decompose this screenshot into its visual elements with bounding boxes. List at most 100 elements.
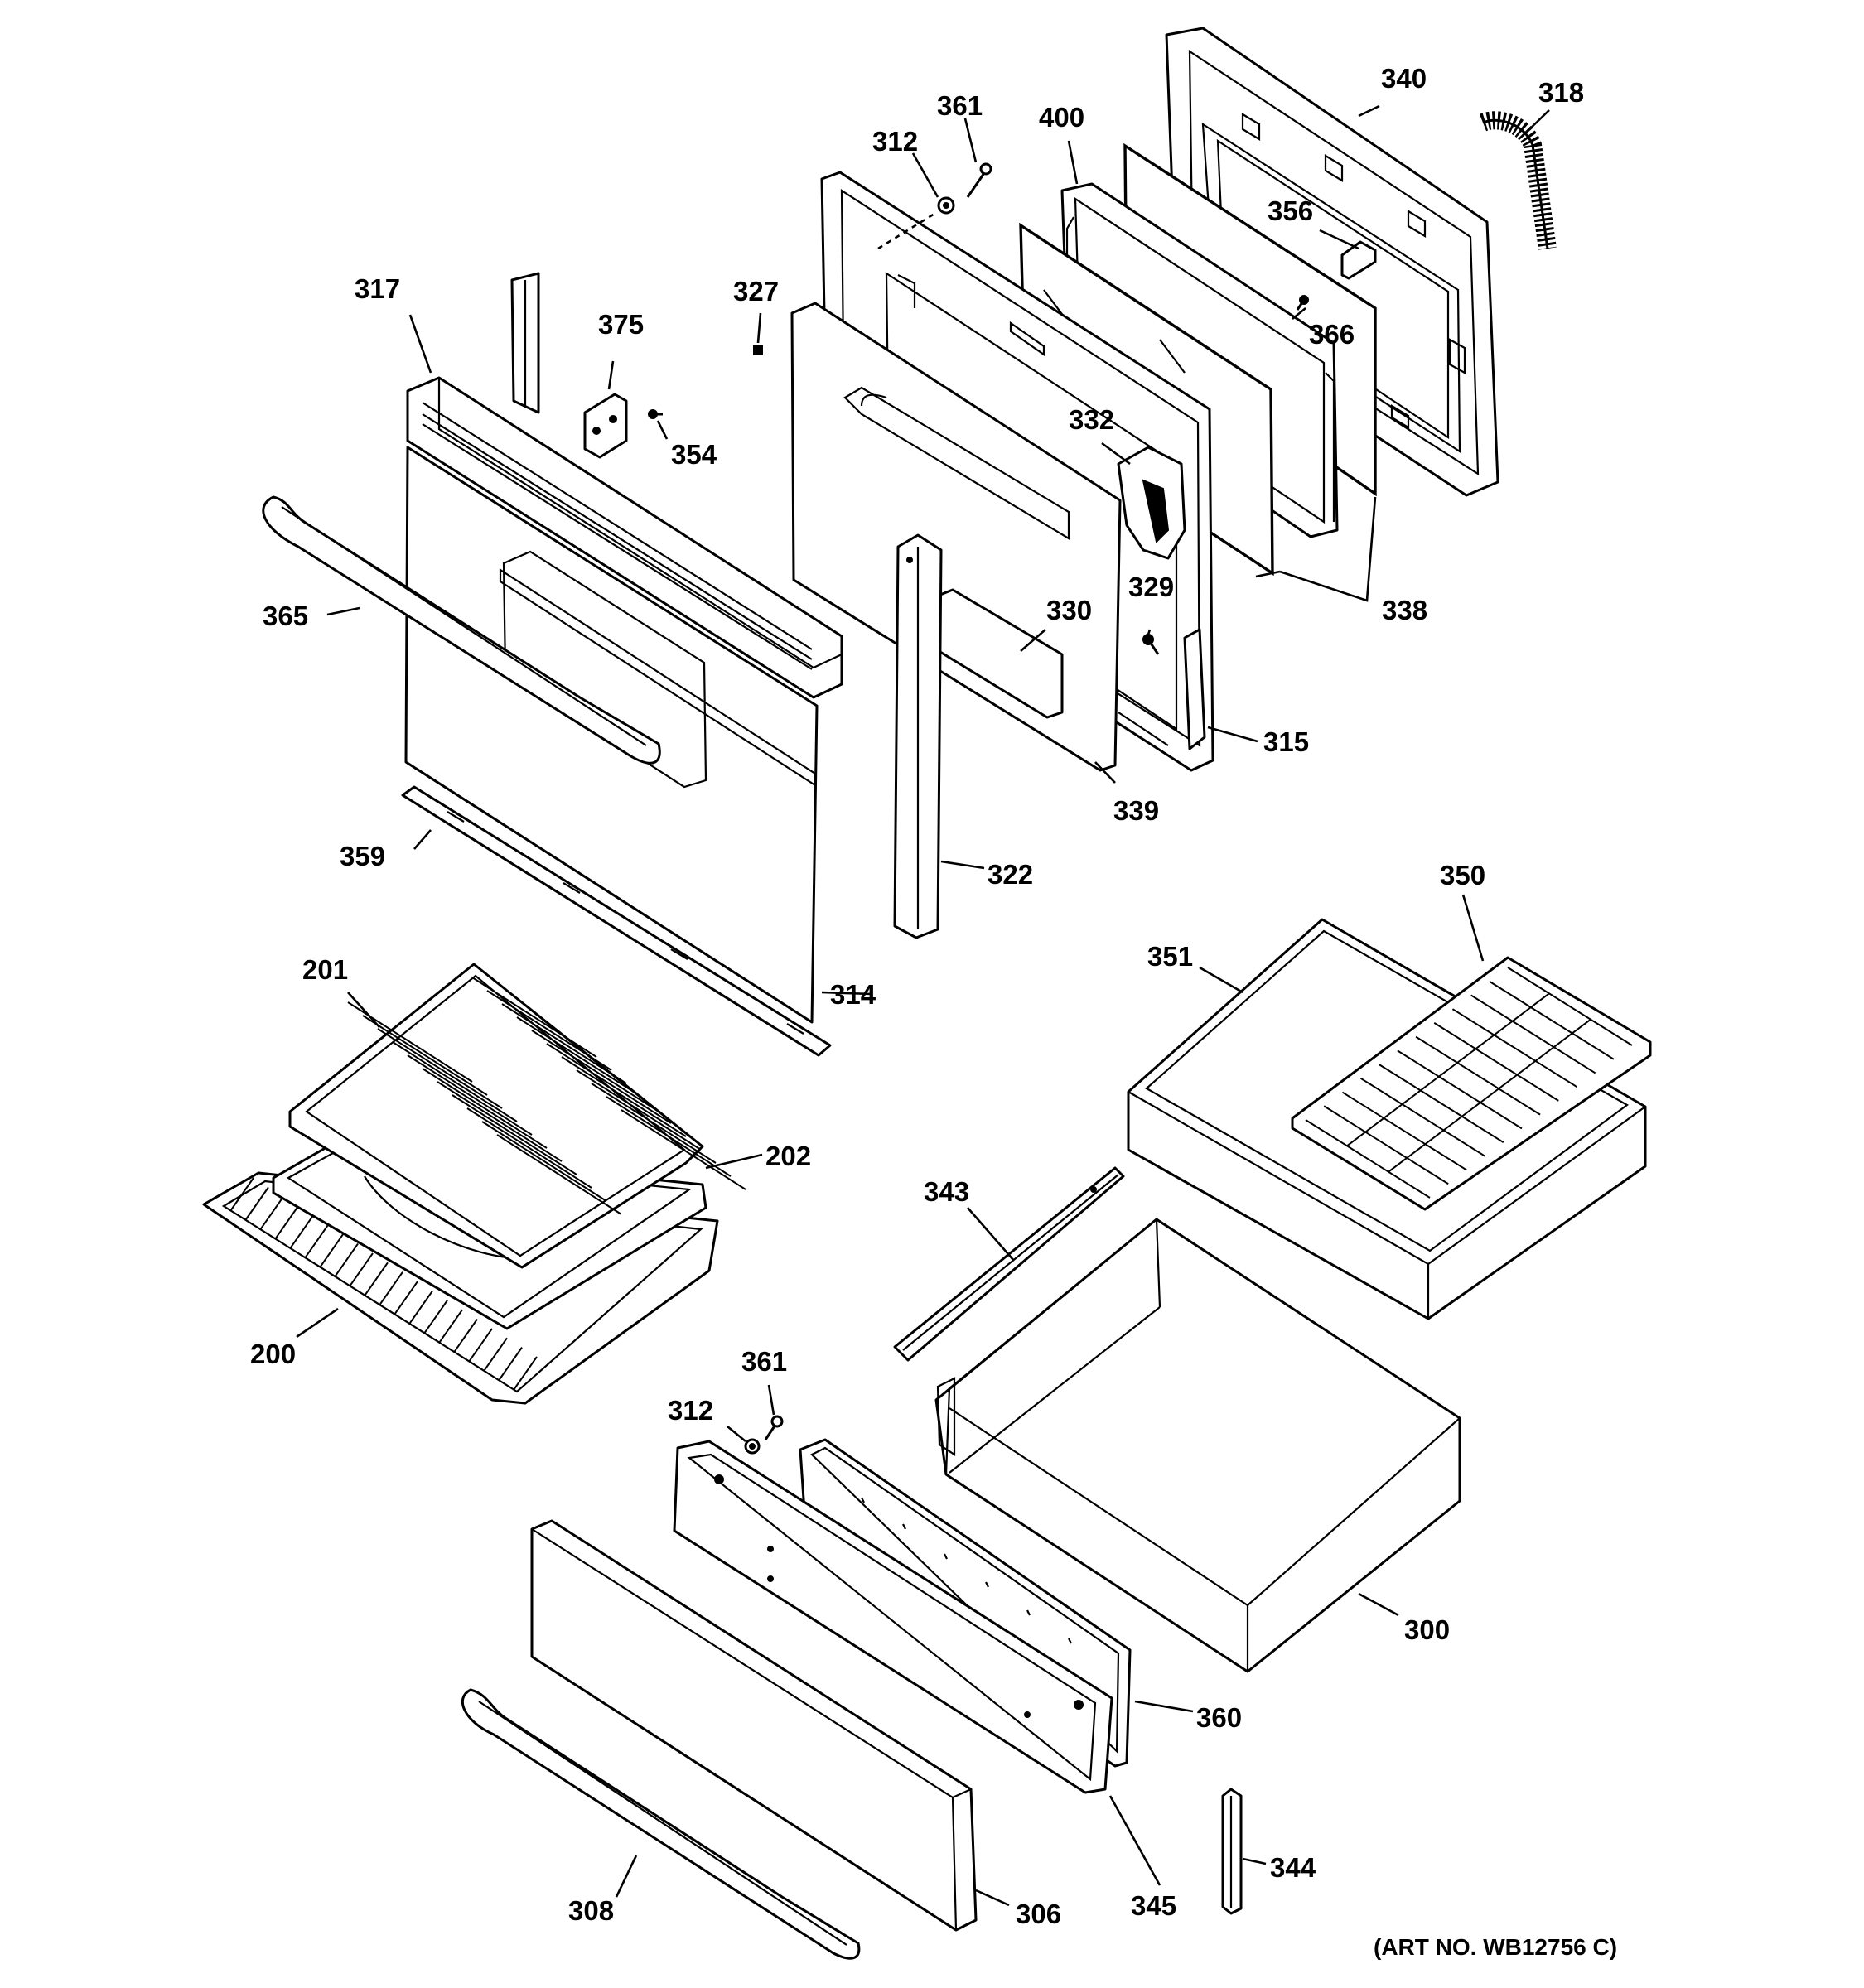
foot-bracket-344: [1221, 1788, 1243, 1915]
hatch-stroke: [244, 1186, 269, 1221]
bracket-375: [583, 393, 628, 459]
hatch-stroke: [379, 1271, 403, 1306]
hatch-stroke: [1489, 980, 1615, 1060]
hatch-stroke: [481, 1121, 607, 1202]
callout-344: 344: [1270, 1852, 1316, 1883]
callout-202: 202: [765, 1141, 811, 1171]
vent-trim-317: [406, 376, 843, 699]
hatch-stroke: [229, 1177, 254, 1212]
hatch-stroke: [1360, 1077, 1486, 1157]
hatch-stroke: [349, 1252, 374, 1287]
hatch-stroke: [289, 1214, 314, 1250]
clip-356: [1340, 240, 1377, 280]
clip-327: [753, 345, 763, 355]
hatch-stroke: [304, 1224, 329, 1259]
hatch-stroke: [1415, 1035, 1541, 1116]
door-side-rail: [510, 272, 540, 414]
hatch-stroke: [1507, 967, 1633, 1046]
hatch-stroke: [438, 1309, 463, 1344]
callout-314: 314: [830, 979, 876, 1010]
broiler-grid-201: [288, 963, 746, 1269]
callout-201: 201: [302, 954, 348, 985]
callout-labels: 340 318 361 400 312 356 366 327 317 375 …: [250, 63, 1617, 1960]
hatch-stroke: [1433, 1022, 1559, 1102]
callout-330: 330: [1046, 595, 1092, 625]
callout-332: 332: [1069, 404, 1114, 435]
screw-361-bottom: [764, 1415, 784, 1440]
callout-356: 356: [1268, 195, 1313, 226]
hatch-stroke: [483, 1337, 508, 1372]
callout-308: 308: [568, 1895, 614, 1926]
hatch-stroke: [408, 1290, 433, 1325]
callout-351: 351: [1147, 941, 1193, 972]
callout-317: 317: [355, 273, 400, 304]
hatch-stroke: [364, 1262, 389, 1296]
hatch-stroke: [516, 1016, 642, 1098]
callout-345: 345: [1131, 1890, 1176, 1921]
hatch-stroke: [591, 1083, 717, 1164]
callout-329: 329: [1128, 572, 1174, 602]
hatch-stroke: [1379, 1064, 1504, 1143]
hatch-stroke: [606, 1096, 732, 1177]
hatch-stroke: [561, 1056, 687, 1137]
callout-366: 366: [1309, 319, 1355, 350]
hatch-stroke: [1346, 992, 1550, 1147]
hatch-stroke: [496, 1134, 622, 1215]
callout-318: 318: [1538, 77, 1584, 108]
callout-315: 315: [1263, 726, 1309, 757]
hatch-stroke: [392, 1041, 518, 1122]
screw-361-top: [966, 162, 992, 198]
hatch-stroke: [1341, 1091, 1467, 1171]
hatch-stroke: [334, 1243, 359, 1278]
callout-343: 343: [924, 1176, 969, 1207]
hatch-stroke: [437, 1081, 563, 1162]
hatch-stroke: [513, 1356, 538, 1391]
hatch-stroke: [486, 990, 612, 1071]
hatch-stroke: [1305, 1119, 1431, 1199]
hatch-stroke: [1323, 1105, 1449, 1185]
hatch-stroke: [498, 1347, 523, 1382]
washer-312-bottom: [744, 1438, 761, 1455]
art-number: (ART NO. WB12756 C): [1374, 1934, 1617, 1960]
screw-366: [1296, 295, 1309, 311]
callout-400: 400: [1039, 102, 1084, 133]
callout-350: 350: [1440, 860, 1485, 890]
drawer-panel-345: [673, 1440, 1113, 1794]
callout-322: 322: [988, 859, 1033, 890]
callout-340: 340: [1381, 63, 1427, 94]
callout-327: 327: [733, 276, 779, 306]
callout-354: 354: [671, 439, 717, 470]
hatch-stroke: [407, 1054, 533, 1136]
hatch-stroke: [259, 1196, 284, 1231]
hatch-stroke: [422, 1068, 548, 1149]
callout-306: 306: [1016, 1899, 1061, 1929]
hatch-stroke: [319, 1233, 344, 1268]
callout-360: 360: [1196, 1702, 1242, 1733]
kick-trim-359: [401, 785, 832, 1057]
callout-312-bottom: 312: [668, 1395, 713, 1426]
hatch-stroke: [453, 1318, 478, 1353]
hatch-stroke: [423, 1300, 448, 1334]
callout-359: 359: [340, 841, 385, 871]
hatch-stroke: [576, 1069, 702, 1151]
hatch-stroke: [531, 1030, 657, 1111]
callout-339: 339: [1113, 795, 1159, 826]
hatch-stroke: [274, 1205, 299, 1240]
hatch-stroke: [1397, 1049, 1523, 1130]
slide-rail-343: [893, 1166, 1125, 1362]
gasket-318: [1479, 111, 1557, 250]
callout-365: 365: [263, 601, 308, 631]
door-frame-340: [1165, 27, 1499, 497]
callout-375: 375: [598, 309, 644, 340]
callout-361-top: 361: [937, 90, 983, 121]
hatch-stroke: [468, 1328, 493, 1363]
hatch-stroke: [1388, 1018, 1591, 1173]
hatch-stroke: [471, 977, 597, 1058]
hatch-stroke: [394, 1281, 418, 1315]
drawer-front-306: [530, 1519, 978, 1932]
hatch-stroke: [546, 1043, 672, 1124]
callout-312-top: 312: [872, 126, 918, 157]
rack-350: [1291, 956, 1652, 1211]
drawer-box-300: [934, 1217, 1461, 1673]
